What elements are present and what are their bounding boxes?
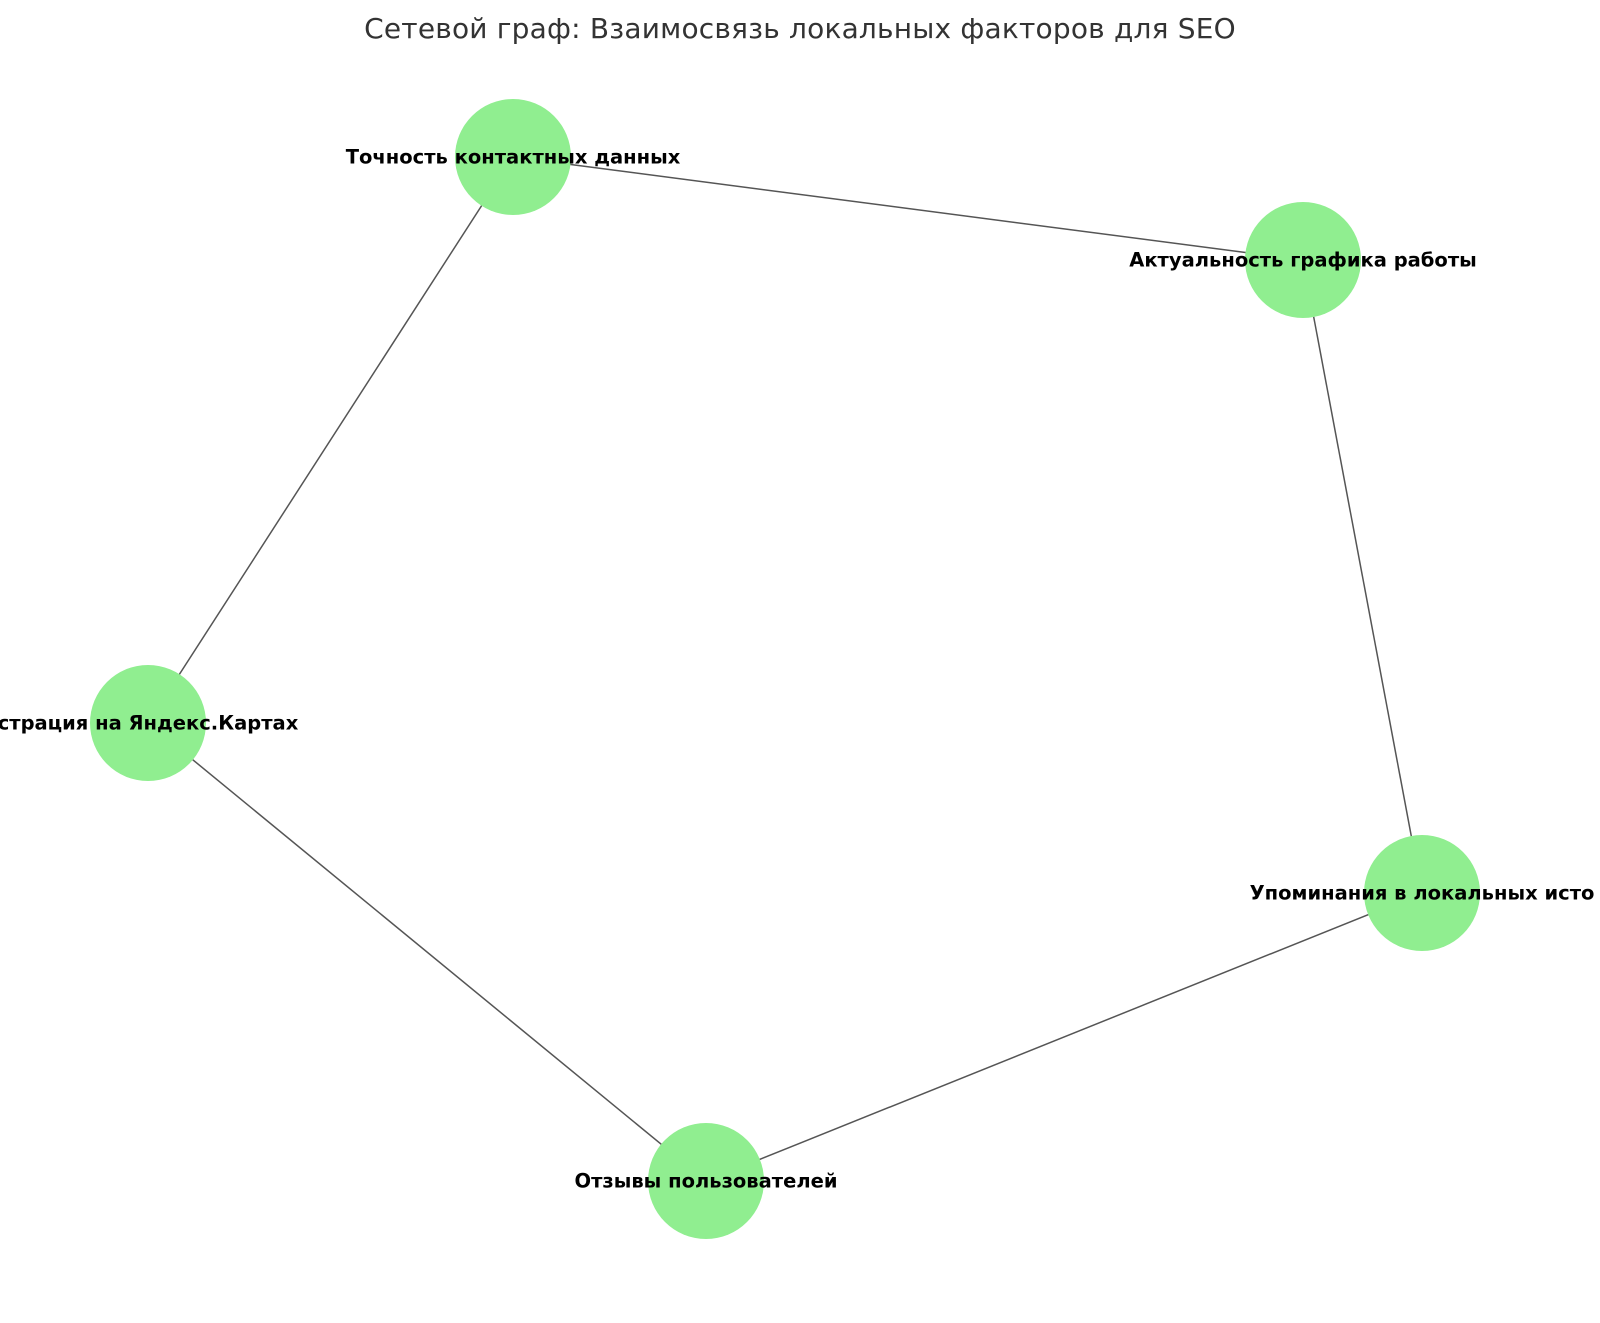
graph-node-user_reviews[interactable] bbox=[648, 1123, 764, 1239]
graph-node-label-local_mentions: Упоминания в локальных исто bbox=[1249, 881, 1595, 905]
graph-node-contact_accuracy[interactable] bbox=[455, 99, 571, 215]
graph-node-yandex_maps_registration[interactable] bbox=[90, 665, 206, 781]
graph-node-label-yandex_maps_registration: страция на Яндекс.Картах bbox=[0, 711, 299, 735]
graph-node-label-user_reviews: Отзывы пользователей bbox=[574, 1169, 838, 1193]
graph-edge bbox=[147, 722, 707, 1182]
graph-edge bbox=[147, 156, 514, 724]
graph-edge bbox=[1302, 259, 1423, 894]
graph-node-label-contact_accuracy: Точность контактных данных bbox=[345, 145, 681, 169]
graph-node-label-schedule_actuality: Актуальность графика работы bbox=[1129, 248, 1477, 272]
graph-edge bbox=[512, 156, 1304, 261]
page-title: Сетевой граф: Взаимосвязь локальных факт… bbox=[364, 12, 1236, 45]
graph-node-schedule_actuality[interactable] bbox=[1245, 202, 1361, 318]
graph-node-local_mentions[interactable] bbox=[1364, 835, 1480, 951]
graph-edge bbox=[705, 892, 1423, 1182]
